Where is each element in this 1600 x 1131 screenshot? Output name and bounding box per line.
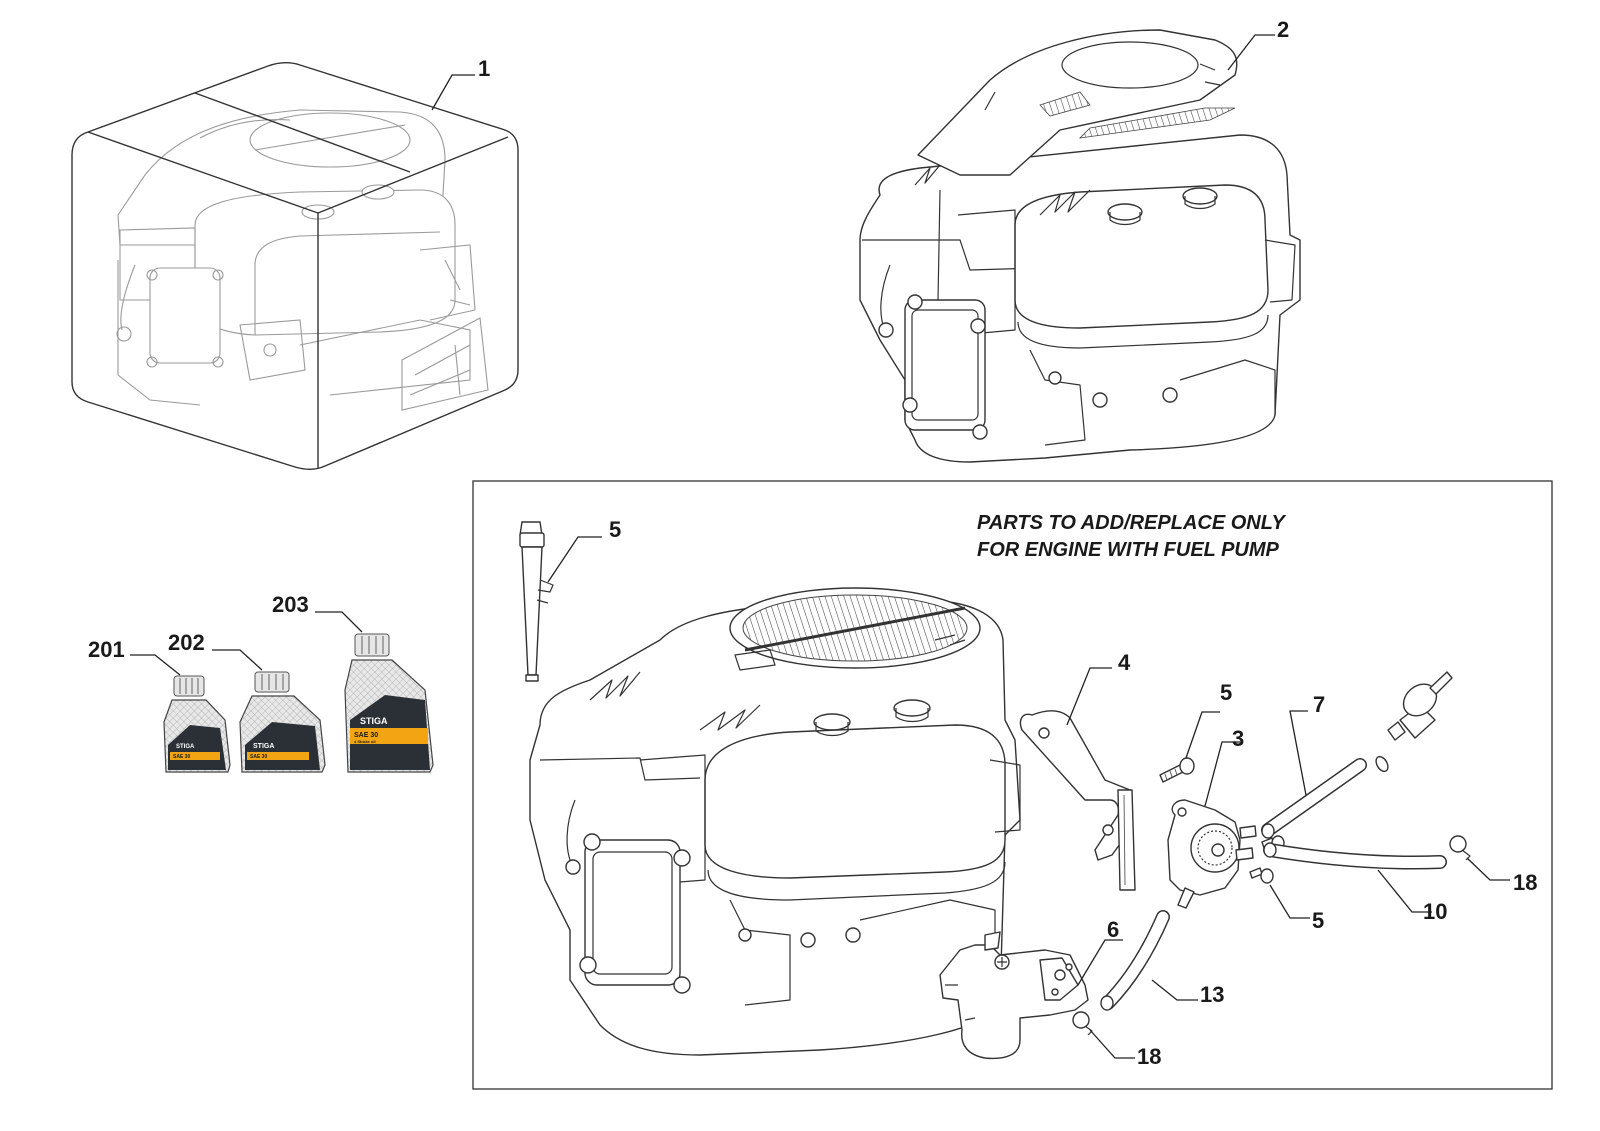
bottle-grade: SAE 30 <box>250 754 267 760</box>
callout-3[interactable]: 3 <box>1204 726 1244 807</box>
callout-6[interactable]: 5 <box>547 517 621 583</box>
ghost-engine <box>116 109 489 411</box>
callout-2[interactable]: 2 <box>1227 17 1289 71</box>
engine-body-top <box>859 134 1301 463</box>
leader-line <box>1077 939 1123 986</box>
callout-1[interactable]: 1 <box>431 56 490 111</box>
bottle-grade: SAE 30 <box>354 732 378 739</box>
part-7-carburettor[interactable] <box>939 931 1089 1060</box>
bottle-label-stripe <box>247 752 309 760</box>
bottle-subtitle: 4 Stroke oil <box>354 739 376 744</box>
part-5-screw-lower[interactable] <box>1249 867 1274 884</box>
leader-line <box>1269 884 1310 919</box>
leader-line <box>1377 869 1432 913</box>
part-2-engine-shroud[interactable] <box>859 29 1301 463</box>
oil-cap-icon <box>813 713 851 737</box>
callout-label: 18 <box>1137 1044 1161 1069</box>
bottle-brand: STIGA <box>360 716 388 726</box>
part-18-hose-clamp-right[interactable] <box>1449 835 1471 861</box>
part-15-fuel-hose[interactable] <box>1100 910 1170 1011</box>
callout-label: 1 <box>478 56 490 81</box>
note-line-2: FOR ENGINE WITH FUEL PUMP <box>977 539 1280 561</box>
engine-with-fuel-pump <box>529 587 1021 1056</box>
leader-line <box>1066 667 1112 726</box>
part-1-packaged-engine[interactable] <box>71 62 519 470</box>
callout-label: 3 <box>1232 726 1244 751</box>
callout-label: 5 <box>1312 908 1324 933</box>
callout-13[interactable]: 10 <box>1377 869 1447 924</box>
leader-line <box>1227 34 1275 71</box>
part-10-fuel-hose[interactable] <box>1261 758 1367 839</box>
callout-203[interactable]: 203 <box>272 592 363 633</box>
bottle-brand: STIGA <box>176 744 195 750</box>
leader-line <box>1185 711 1220 759</box>
leader-line <box>1151 979 1198 1001</box>
callout-label: 6 <box>1107 917 1119 942</box>
callout-label: 203 <box>272 592 309 617</box>
callout-label: 10 <box>1423 899 1447 924</box>
hose-clamp-upper[interactable] <box>1374 755 1391 774</box>
leader-line <box>212 649 263 671</box>
part-3-fuel-pump[interactable] <box>1167 799 1257 909</box>
callout-201[interactable]: 201 <box>88 637 181 676</box>
leader-line <box>315 611 363 633</box>
callout-label: 7 <box>1313 692 1325 717</box>
callout-202[interactable]: 202 <box>168 630 263 671</box>
oil-cap-icon <box>1107 203 1143 226</box>
leader-line <box>130 654 181 676</box>
callout-label: 201 <box>88 637 125 662</box>
leader-line <box>1204 741 1240 807</box>
callout-5-lower[interactable]: 5 <box>1269 884 1324 933</box>
callout-label: 5 <box>1220 680 1232 705</box>
callout-label: 4 <box>1118 650 1131 675</box>
callout-4[interactable]: 4 <box>1066 650 1131 726</box>
leader-line <box>431 74 475 111</box>
callout-label: 18 <box>1513 870 1537 895</box>
callout-label: 13 <box>1200 982 1224 1007</box>
bottle-label-stripe <box>170 752 220 760</box>
part-13-fuel-hose[interactable] <box>1263 842 1447 870</box>
bottle-203[interactable]: STIGA SAE 30 4 Stroke oil <box>344 633 434 773</box>
fuel-pump-kit-frame <box>472 480 1553 1090</box>
callout-7[interactable]: 6 <box>1077 917 1123 986</box>
leader-line <box>1089 1029 1135 1059</box>
note-box: PARTS TO ADD/REPLACE ONLY FOR ENGINE WIT… <box>977 512 1286 561</box>
bottle-brand: STIGA <box>253 743 274 750</box>
note-line-1: PARTS TO ADD/REPLACE ONLY <box>977 512 1286 534</box>
callout-18-right[interactable]: 18 <box>1466 857 1537 895</box>
callout-18-lower[interactable]: 18 <box>1089 1029 1161 1069</box>
bottle-grade: SAE 30 <box>173 754 190 760</box>
part-5-screw-upper[interactable] <box>1159 757 1195 783</box>
fuel-cap-icon <box>893 699 931 723</box>
callout-label: 202 <box>168 630 205 655</box>
fuel-filter[interactable] <box>1387 671 1453 741</box>
callout-10[interactable]: 7 <box>1289 692 1325 796</box>
packaging-box <box>71 62 519 470</box>
callout-15[interactable]: 13 <box>1151 979 1224 1007</box>
shroud-cover <box>917 29 1238 176</box>
bottle-label-stripe <box>350 728 428 744</box>
bottle-202[interactable]: STIGA SAE 30 <box>239 671 326 773</box>
part-6-dipstick-tube[interactable] <box>519 521 554 682</box>
leader-line <box>1289 710 1308 796</box>
fuel-cap-icon <box>1182 187 1218 210</box>
bottle-201[interactable]: STIGA SAE 30 <box>163 675 231 773</box>
callout-5-upper[interactable]: 5 <box>1185 680 1232 759</box>
leader-line <box>547 536 602 583</box>
part-18-hose-clamp-lower[interactable] <box>1072 1011 1093 1036</box>
callout-label: 2 <box>1277 17 1289 42</box>
callout-label: 5 <box>609 517 621 542</box>
leader-line <box>1466 857 1510 881</box>
part-4-bracket[interactable] <box>1019 710 1136 891</box>
